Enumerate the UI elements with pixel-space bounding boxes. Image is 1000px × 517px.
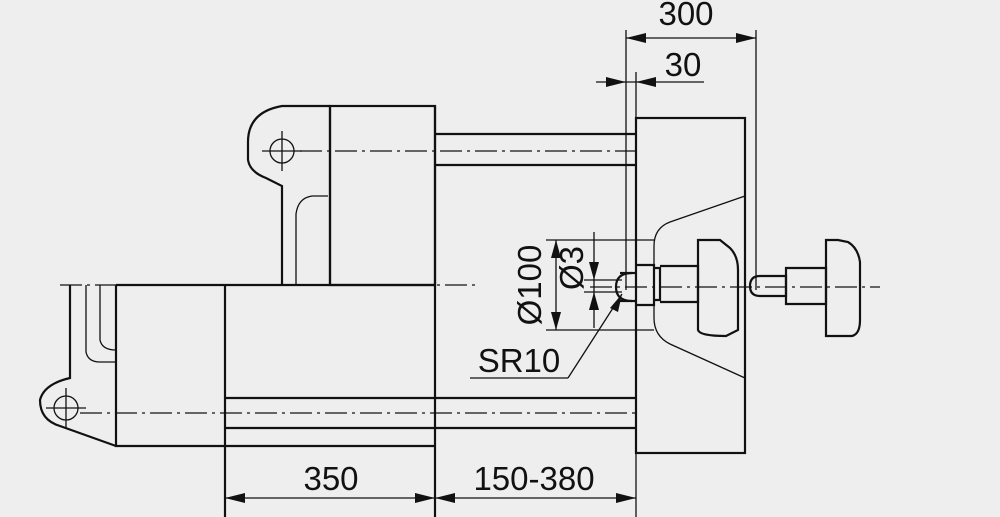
nozzle-assembly — [614, 238, 740, 338]
fixed-platen — [634, 116, 747, 455]
dim-sr10: SR10 — [470, 293, 623, 379]
center-lines — [60, 150, 880, 414]
dim-150-380-label: 150-380 — [473, 460, 594, 497]
moving-platen — [328, 104, 437, 287]
dim-300: 300 — [625, 0, 757, 290]
dim-350-label: 350 — [303, 460, 358, 497]
dim-bottom: 350 150-380 — [225, 446, 637, 517]
lower-pivot-link — [38, 285, 117, 448]
dim-sr10-label: SR10 — [478, 342, 561, 379]
dim-diameters: Ø100 Ø3 — [511, 232, 654, 331]
dim-dia-100-label: Ø100 — [511, 245, 548, 326]
dim-30: 30 — [596, 46, 704, 118]
dim-dia-3-label: Ø3 — [553, 246, 590, 290]
dim-30-label: 30 — [665, 46, 702, 83]
upper-pivot-link — [246, 104, 332, 285]
external-nozzle — [748, 238, 862, 338]
lower-base — [114, 106, 437, 517]
dim-300-label: 300 — [658, 0, 713, 32]
tie-bars — [225, 132, 636, 430]
